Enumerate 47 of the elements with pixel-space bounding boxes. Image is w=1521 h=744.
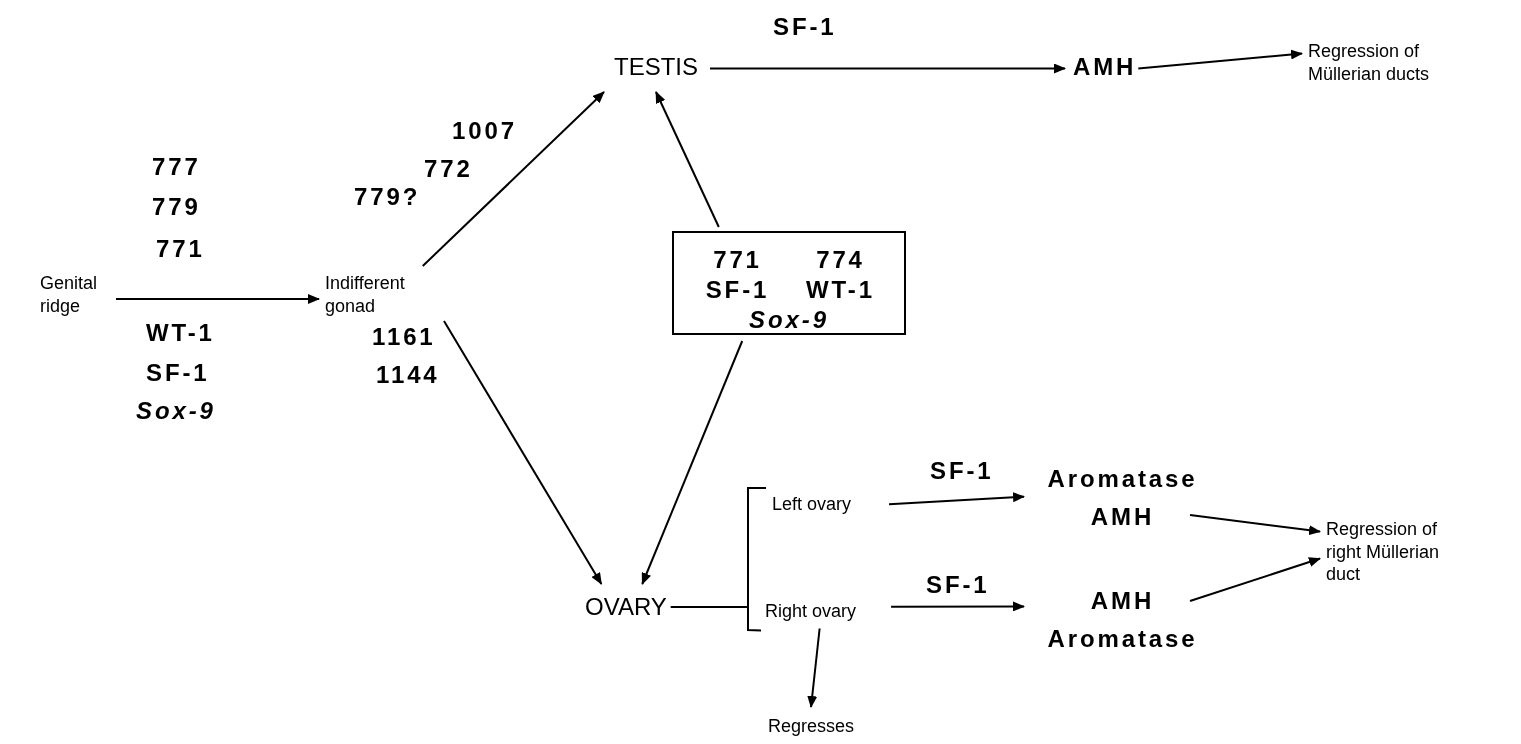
node-label: Genital ridge bbox=[40, 272, 112, 317]
bracket-line bbox=[669, 606, 762, 632]
gene-label: 771 bbox=[713, 245, 762, 275]
arrow bbox=[888, 492, 1025, 506]
node-label: TESTIS bbox=[614, 52, 698, 82]
gene-label: 1161 bbox=[372, 322, 436, 352]
edge-label: SF-1 bbox=[930, 456, 994, 486]
edge-label: SF-1 bbox=[773, 12, 837, 42]
arrow bbox=[890, 601, 1025, 612]
gene-label: AMH bbox=[1090, 586, 1155, 616]
arrow bbox=[709, 63, 1066, 74]
gene-label: Sox-9 bbox=[136, 396, 216, 426]
edge-label: SF-1 bbox=[926, 570, 990, 600]
gene-label: 779 bbox=[152, 192, 201, 222]
node-label: Regression of Müllerian ducts bbox=[1308, 40, 1478, 85]
gene-label: 772 bbox=[424, 154, 473, 184]
gene-label: 777 bbox=[152, 152, 201, 182]
gene-label: AMH bbox=[1090, 502, 1155, 532]
gene-box bbox=[672, 231, 906, 335]
gene-label: 774 bbox=[816, 245, 865, 275]
arrow bbox=[807, 627, 821, 708]
gene-label: 771 bbox=[156, 234, 205, 264]
arrow bbox=[1189, 514, 1321, 536]
gene-label: 1007 bbox=[452, 116, 517, 146]
arrow bbox=[115, 294, 320, 304]
node-label: Left ovary bbox=[772, 493, 852, 516]
node-label: OVARY bbox=[585, 592, 667, 622]
gene-label: AMH bbox=[1073, 52, 1137, 82]
gene-label: 1144 bbox=[376, 360, 440, 390]
gene-label: 779? bbox=[354, 182, 421, 212]
gene-label: Aromatase bbox=[1047, 624, 1198, 654]
arrow bbox=[1189, 557, 1321, 602]
gene-label: WT-1 bbox=[806, 275, 875, 305]
gene-label: Aromatase bbox=[1047, 464, 1198, 494]
node-label: Regresses bbox=[768, 715, 855, 738]
gene-label: SF-1 bbox=[705, 275, 770, 305]
arrow bbox=[443, 320, 603, 585]
arrow bbox=[641, 340, 744, 585]
node-label: Indifferent gonad bbox=[325, 272, 440, 317]
gene-label: SF-1 bbox=[146, 358, 210, 388]
gene-label: Sox-9 bbox=[749, 305, 829, 335]
arrow bbox=[655, 91, 720, 228]
arrow bbox=[1137, 49, 1303, 70]
arrow bbox=[421, 91, 605, 267]
node-label: Regression of right Müllerian duct bbox=[1326, 518, 1476, 586]
gene-label: WT-1 bbox=[146, 318, 215, 348]
node-label: Right ovary bbox=[765, 600, 857, 623]
